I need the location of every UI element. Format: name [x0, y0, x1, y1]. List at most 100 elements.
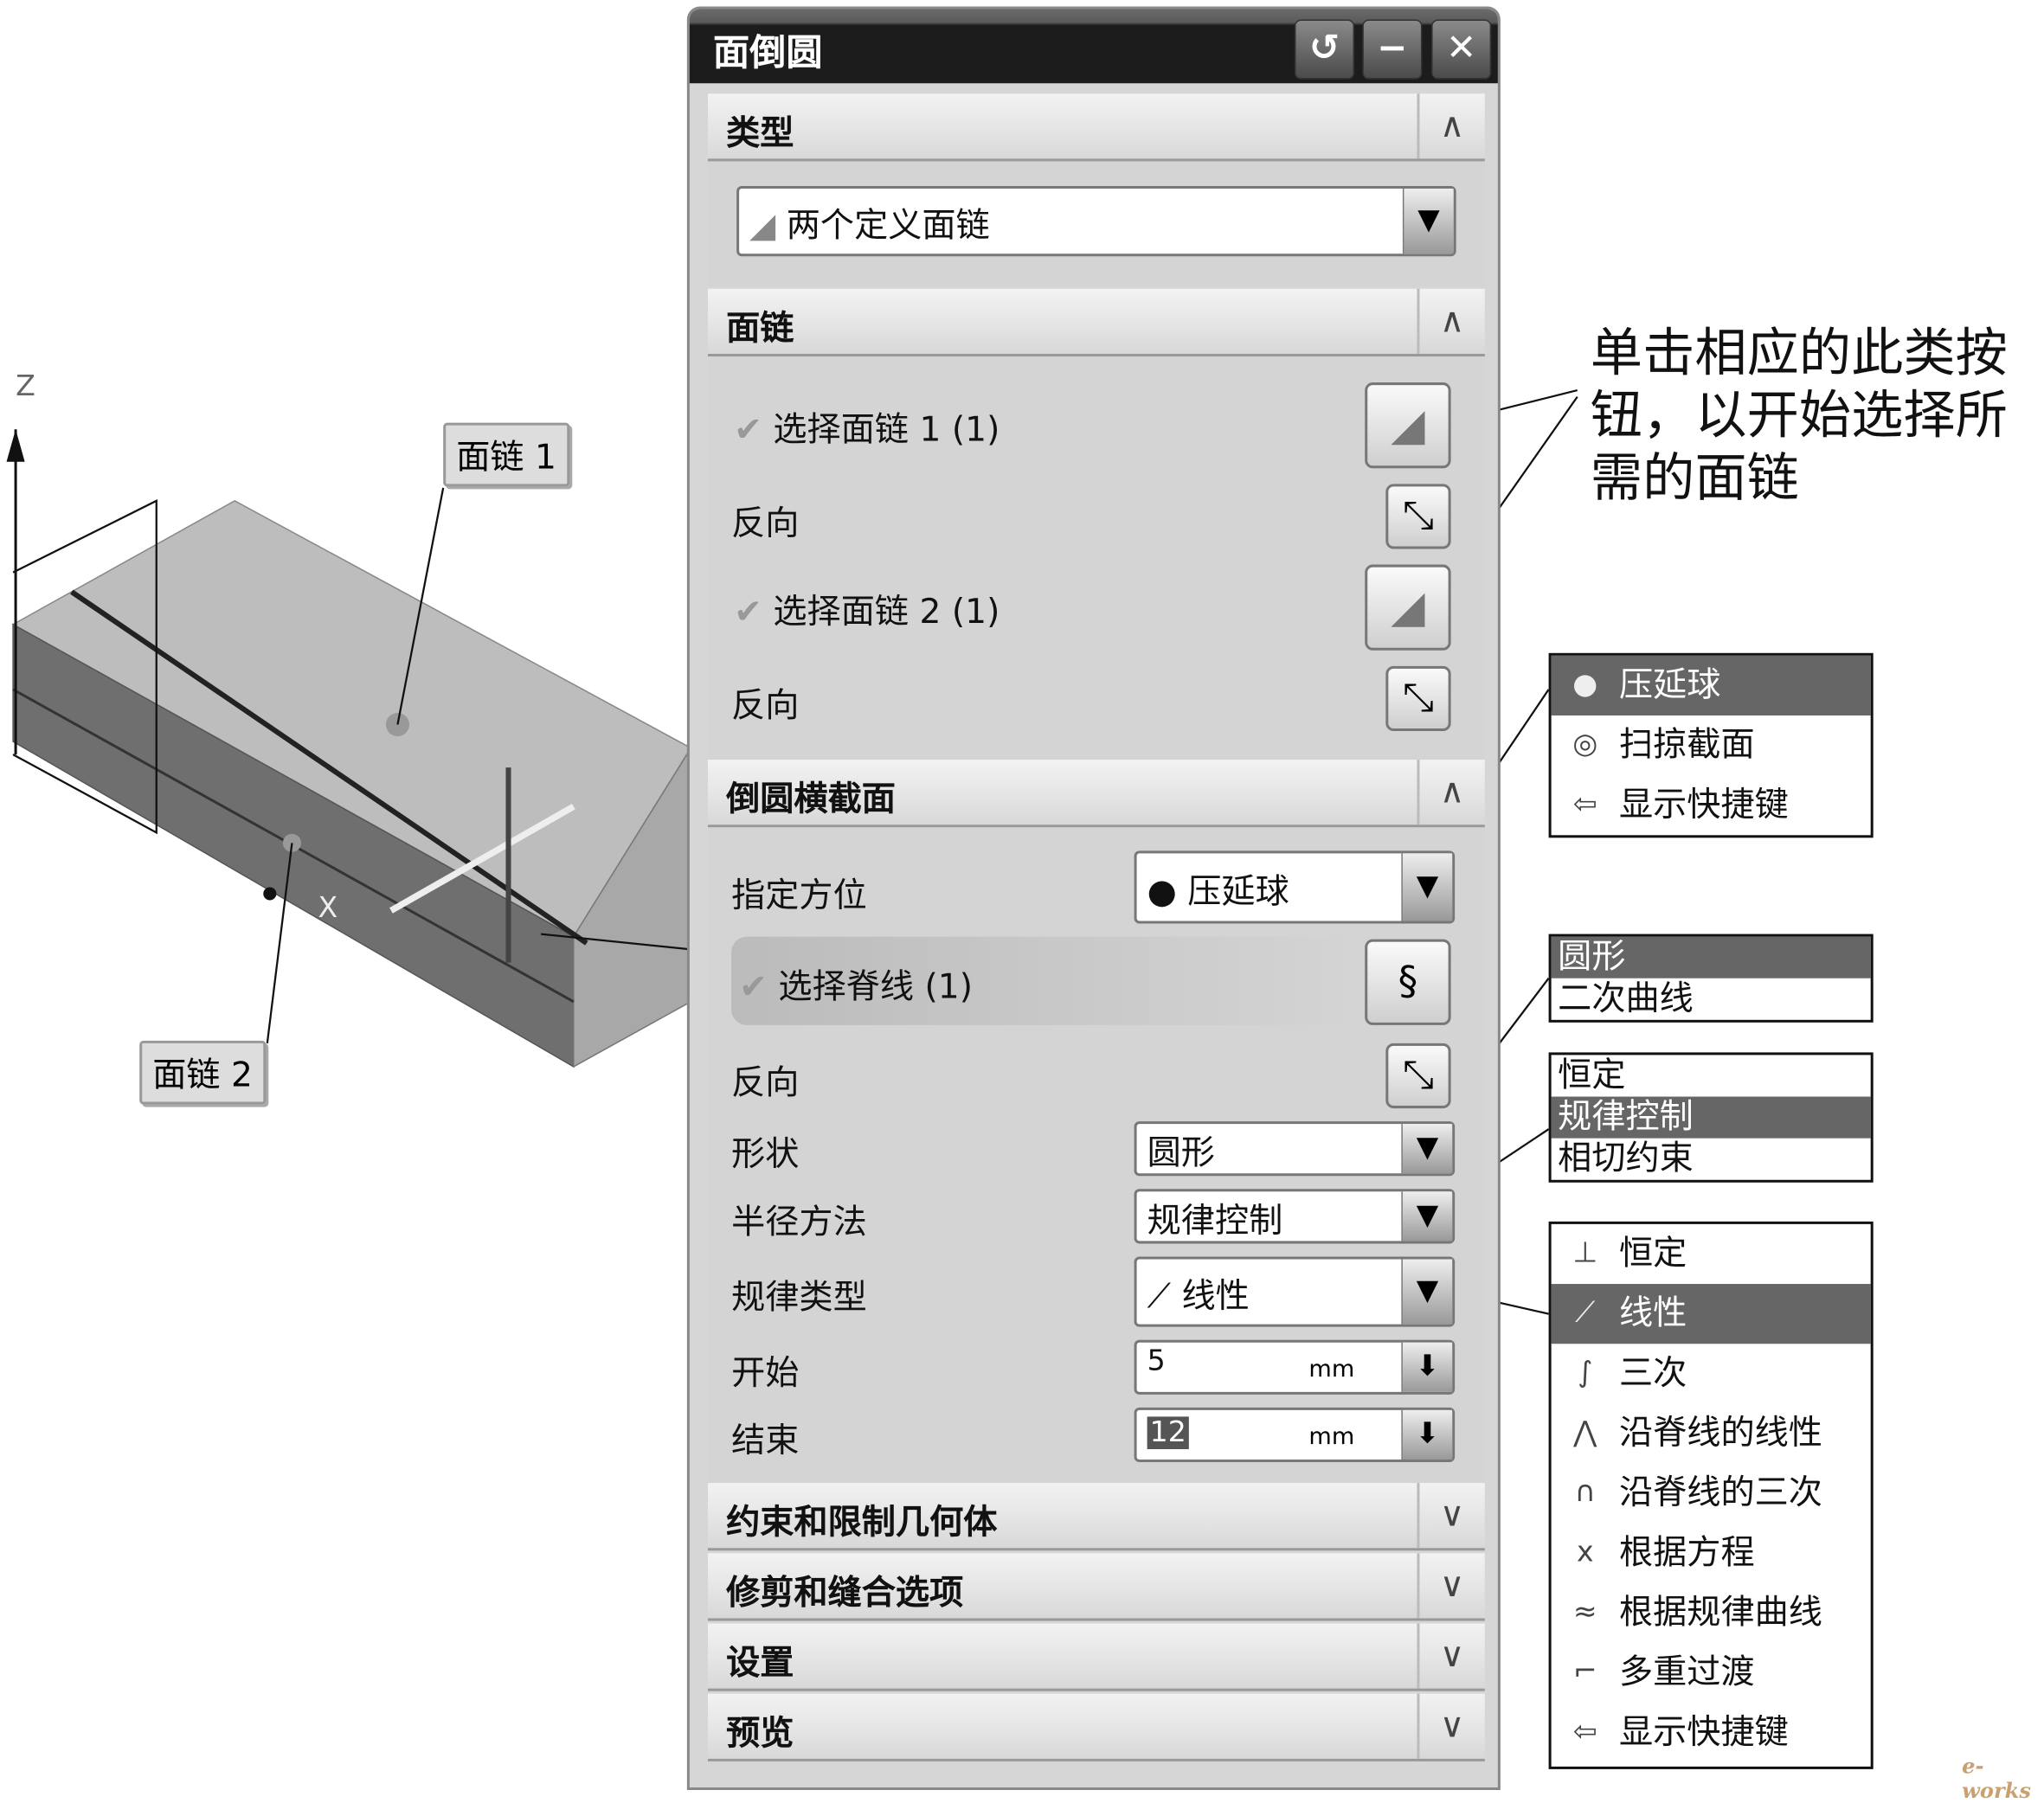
end-label: 结束 [731, 1421, 800, 1461]
annotation-line: 单击相应的此类按 [1590, 324, 2008, 384]
select-face-chain-1-row[interactable]: ✔ 选择面链 1 (1) [734, 403, 1000, 452]
end-input[interactable]: 12 mm ⬇ [1134, 1407, 1456, 1463]
reset-button[interactable]: ↺ [1294, 19, 1355, 80]
start-unit: mm [1308, 1355, 1355, 1383]
end-unit: mm [1308, 1422, 1355, 1451]
callout-face-chain-1: 面链 1 [443, 422, 570, 487]
reverse-spine-button[interactable]: ⤡ [1385, 1043, 1451, 1109]
menu-item-label: 根据方程 [1618, 1533, 1755, 1573]
section-header-cross-section[interactable]: 倒圆横截面∧ [707, 760, 1485, 828]
end-value: 12 [1147, 1416, 1189, 1450]
menu-item-label: 三次 [1618, 1354, 1687, 1394]
select-face-chain-2-button[interactable]: ◢ [1365, 564, 1451, 651]
law-type-select[interactable]: ⟋ 线性▼ [1134, 1256, 1456, 1327]
section-header-trim[interactable]: 修剪和缝合选项 ∨ [707, 1553, 1485, 1621]
type-select[interactable]: ◢ 两个定义面链 ▼ [736, 186, 1456, 257]
menu-item-show-shortcuts[interactable]: ⇦显示快捷键 [1552, 775, 1871, 835]
dropdown-arrow-icon[interactable]: ▼ [1402, 189, 1454, 254]
arrow-left-icon: ⇦ [1572, 788, 1597, 821]
rolling-ball-icon: ● [1147, 872, 1188, 913]
menu-item-law-by-law-curve[interactable]: ≈ 根据规律曲线 [1552, 1583, 1871, 1643]
menu-item-law-cubic[interactable]: ∫ 三次 [1552, 1344, 1871, 1403]
section-type-content: ◢ 两个定义面链 ▼ [707, 161, 1485, 286]
section-header-type[interactable]: 类型 ∧ [707, 93, 1485, 162]
menu-item-law-multi-transition[interactable]: ⌐ 多重过渡 [1552, 1643, 1871, 1703]
law-curve-icon: ≈ [1572, 1595, 1597, 1629]
law-equation-icon: ⅹ [1576, 1536, 1594, 1569]
chevron-up-icon[interactable]: ∧ [1417, 760, 1484, 825]
select-face-chain-1-button[interactable]: ◢ [1365, 382, 1451, 469]
law-type-label: 规律类型 [731, 1279, 867, 1319]
menu-item-constant[interactable]: 恒定 [1558, 1055, 1626, 1096]
menu-item-conic[interactable]: 二次曲线 [1558, 979, 1694, 1019]
chevron-down-icon[interactable]: ∨ [1417, 1483, 1484, 1549]
menu-item-law-controlled[interactable]: 规律控制 [1551, 1096, 1871, 1139]
law-type-menu: ⊥恒定 ⟋ 线性 ∫ 三次 ⋀沿脊线的线性 ∩沿脊线的三次 ⅹ 根据方程 ≈ 根据规律曲… [1548, 1221, 1874, 1769]
section-header-face-chain[interactable]: 面链 ∧ [707, 288, 1485, 356]
section-header-constraints[interactable]: 约束和限制几何体∨ [707, 1483, 1485, 1551]
reverse-direction-2-button[interactable]: ⤡ [1385, 665, 1451, 732]
reverse-direction-1-button[interactable]: ⤡ [1385, 484, 1451, 549]
dropdown-arrow-icon[interactable]: ▼ [1401, 1124, 1453, 1174]
law-linear-icon: ⟋ [1575, 1297, 1596, 1330]
chevron-up-icon[interactable]: ∧ [1417, 93, 1484, 159]
section-title: 设置 [726, 1644, 794, 1684]
law-cubic-icon: ∫ [1578, 1357, 1593, 1389]
orientation-select[interactable]: ● 压延球 ▼ [1134, 850, 1456, 924]
chevron-up-icon[interactable]: ∧ [1417, 288, 1484, 354]
menu-item-law-by-equation[interactable]: ⅹ 根据方程 [1552, 1524, 1871, 1583]
menu-item-circular[interactable]: 圆形 [1551, 936, 1871, 978]
chevron-down-icon[interactable]: ∨ [1417, 1693, 1484, 1759]
section-title: 类型 [726, 114, 794, 154]
dropdown-arrow-icon[interactable]: ▼ [1401, 1191, 1453, 1242]
annotation-note: 单击相应的此类按 钮，以开始选择所 需的面链 [1591, 323, 2008, 510]
close-button[interactable]: ✕ [1431, 19, 1492, 80]
menu-item-label: 根据规律曲线 [1618, 1593, 1822, 1633]
section-header-preview[interactable]: 预览∨ [707, 1693, 1485, 1761]
law-constant-icon: ⊥ [1572, 1236, 1598, 1270]
menu-item-law-linear-along-spine[interactable]: ⋀沿脊线的线性 [1552, 1403, 1871, 1463]
menu-item-law-cubic-along-spine[interactable]: ∩沿脊线的三次 [1552, 1464, 1871, 1524]
menu-item-label: 多重过渡 [1618, 1653, 1755, 1693]
swept-section-icon: ◎ [1572, 728, 1598, 761]
minimize-button[interactable]: − [1362, 19, 1423, 80]
reverse-1-label: 反向 [731, 504, 800, 544]
dropdown-arrow-icon[interactable]: ▼ [1401, 1259, 1453, 1325]
radius-method-select[interactable]: 规律控制▼ [1134, 1189, 1456, 1244]
section-title: 修剪和缝合选项 [726, 1574, 964, 1614]
law-multi-transition-icon: ⌐ [1572, 1656, 1597, 1689]
axis-x-label: X [318, 892, 338, 926]
chevron-down-icon[interactable]: ∨ [1417, 1553, 1484, 1619]
shape-select[interactable]: 圆形▼ [1134, 1121, 1456, 1177]
menu-item-law-linear[interactable]: ⟋ 线性 [1551, 1284, 1871, 1344]
chevron-down-icon[interactable]: ∨ [1417, 1623, 1484, 1689]
end-value-menu-arrow-icon[interactable]: ⬇ [1401, 1409, 1453, 1460]
menu-item-tangent-constraint[interactable]: 相切约束 [1558, 1139, 1694, 1179]
menu-item-rolling-ball[interactable]: ●压延球 [1551, 655, 1871, 715]
menu-item-label: 显示快捷键 [1618, 1713, 1789, 1753]
section-title: 面链 [726, 309, 794, 349]
menu-item-label: 线性 [1618, 1294, 1687, 1334]
radius-method-label: 半径方法 [731, 1203, 867, 1242]
shape-menu: 圆形 二次曲线 [1548, 934, 1874, 1023]
menu-item-label: 沿脊线的三次 [1618, 1473, 1822, 1513]
section-face-chain-content: ✔ 选择面链 1 (1) ◢ 反向 ⤡ ✔ 选择面链 2 (1) ◢ 反向 ⤡ [707, 356, 1485, 760]
title-bar[interactable]: 面倒圆 ↺ − ✕ [689, 9, 1498, 84]
select-spine-row[interactable]: ✔ 选择脊线 (1) [731, 936, 1358, 1025]
start-label: 开始 [731, 1354, 800, 1394]
start-value-menu-arrow-icon[interactable]: ⬇ [1401, 1342, 1453, 1392]
menu-item-show-shortcuts[interactable]: ⇦显示快捷键 [1552, 1703, 1871, 1762]
watermark-logo: e-works [1962, 1753, 2031, 1803]
type-value: 两个定义面链 [786, 207, 990, 247]
radius-method-menu: 恒定 规律控制 相切约束 [1548, 1052, 1874, 1183]
annotation-line: 钮，以开始选择所 [1590, 386, 2008, 446]
section-header-settings[interactable]: 设置 ∨ [707, 1623, 1485, 1691]
select-spine-button[interactable]: § [1365, 939, 1451, 1025]
select-face-chain-2-row[interactable]: ✔ 选择面链 2 (1) [734, 586, 1000, 634]
menu-item-swept-section[interactable]: ◎扫掠截面 [1552, 715, 1871, 775]
menu-item-law-constant[interactable]: ⊥恒定 [1552, 1224, 1871, 1284]
axis-z-label: Z [16, 370, 35, 404]
dropdown-arrow-icon[interactable]: ▼ [1401, 853, 1453, 921]
